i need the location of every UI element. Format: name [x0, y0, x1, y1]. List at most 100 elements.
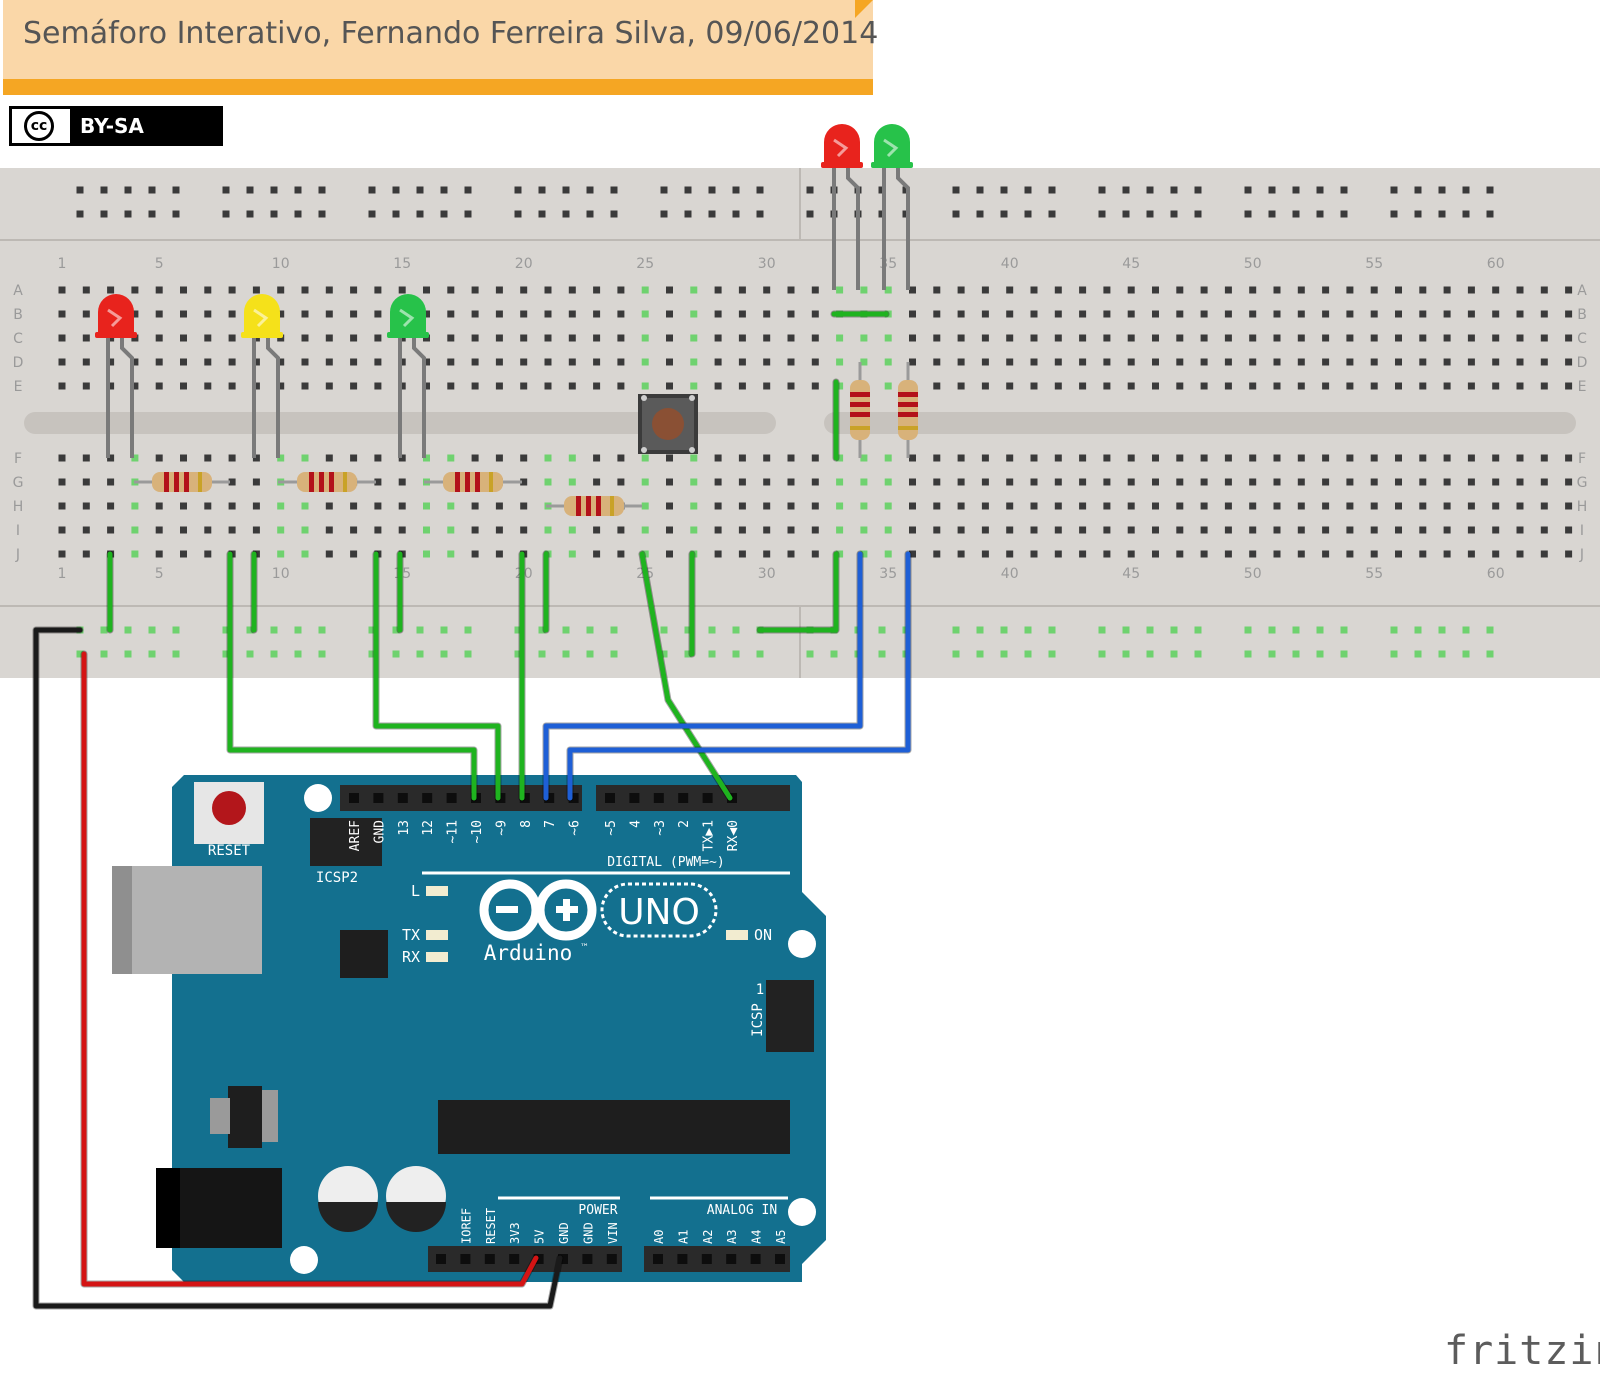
breadboard-hole [1322, 478, 1330, 486]
breadboard-hole [1395, 334, 1402, 342]
breadboard-hole [860, 502, 868, 510]
breadboard-hole [1200, 310, 1208, 318]
breadboard-hole [301, 310, 309, 318]
breadboard-hole [957, 334, 965, 342]
breadboard-hole [1200, 526, 1208, 534]
rail-hole [806, 186, 814, 194]
rail-hole [976, 626, 984, 634]
digital-pin-label: AREF [348, 820, 363, 851]
rail-hole [806, 210, 814, 218]
rail-hole [1390, 650, 1398, 658]
rail-hole [952, 650, 960, 658]
rail-hole [464, 650, 472, 658]
led-leg [846, 160, 860, 290]
breadboard-hole [1492, 310, 1500, 318]
led-rx-indicator [426, 952, 448, 962]
rail-hole [270, 210, 278, 218]
breadboard-hole [1467, 454, 1475, 462]
digital-header-low [596, 785, 790, 811]
breadboard-hole [1395, 454, 1402, 462]
header-pin [509, 1254, 520, 1264]
breadboard-hole [1540, 526, 1548, 534]
breadboard-hole [884, 550, 892, 558]
breadboard-hole [714, 286, 722, 294]
breadboard-hole [738, 334, 746, 342]
rail-hole [416, 186, 424, 194]
breadboard-hole [1224, 502, 1232, 510]
rail-hole [392, 210, 400, 218]
rail-hole [610, 210, 618, 218]
reset-button[interactable] [212, 791, 246, 825]
mount-hole [788, 1198, 816, 1226]
column-label: 1 [58, 566, 67, 582]
breadboard-hole [1492, 454, 1500, 462]
breadboard-hole [82, 358, 90, 366]
breadboard-hole [350, 358, 358, 366]
breadboard-hole [1540, 550, 1548, 558]
analog-header-label: ANALOG IN [707, 1203, 777, 1218]
breadboard-hole [252, 286, 260, 294]
header-pin [544, 793, 555, 803]
rail-hole [878, 650, 886, 658]
breadboard-hole [787, 310, 795, 318]
breadboard-hole [933, 382, 941, 390]
rail-hole [1194, 186, 1202, 194]
breadboard-hole [1419, 454, 1427, 462]
breadboard-hole [277, 550, 285, 558]
breadboard-hole [909, 550, 916, 558]
rail-hole [1244, 626, 1252, 634]
rail-hole [1146, 650, 1154, 658]
breadboard-hole [82, 502, 90, 510]
breadboard-hole [617, 478, 625, 486]
breadboard-hole [1103, 286, 1111, 294]
breadboard-hole [1273, 310, 1281, 318]
breadboard-hole [1395, 502, 1402, 510]
rail-hole [1024, 650, 1032, 658]
breadboard-hole [763, 310, 771, 318]
breadboard-hole [690, 334, 698, 342]
breadboard-hole [1030, 334, 1038, 342]
breadboard-hole [495, 334, 503, 342]
breadboard-hole [544, 358, 552, 366]
breadboard-hole [1540, 358, 1548, 366]
arduino-trademark: ™ [580, 943, 589, 953]
breadboard-hole [1370, 382, 1378, 390]
analog-pin-label: A1 [676, 1230, 690, 1244]
row-label: B [1577, 307, 1587, 323]
breadboard-hole [1467, 310, 1475, 318]
rail-hole [684, 210, 692, 218]
led-tx-label: TX [402, 926, 420, 944]
breadboard-hole [787, 502, 795, 510]
breadboard-hole [1540, 454, 1548, 462]
rail-hole [1024, 210, 1032, 218]
breadboard-hole [1395, 286, 1402, 294]
breadboard-hole [1103, 526, 1111, 534]
breadboard-hole [1370, 454, 1378, 462]
breadboard-hole [1054, 310, 1062, 318]
breadboard-hole [1224, 382, 1232, 390]
breadboard-hole [617, 382, 625, 390]
rail-hole [1122, 650, 1130, 658]
breadboard-hole [836, 382, 844, 390]
rail-hole [1268, 210, 1276, 218]
breadboard-hole [1249, 382, 1257, 390]
breadboard-hole [301, 502, 309, 510]
led-highlight [833, 138, 849, 158]
breadboard-hole [1054, 550, 1062, 558]
rail-hole [222, 626, 230, 634]
rail-hole [392, 186, 400, 194]
breadboard-hole [738, 454, 746, 462]
breadboard-hole [641, 550, 649, 558]
wire [373, 551, 501, 801]
rail-hole [660, 650, 668, 658]
breadboard-hole [228, 310, 236, 318]
breadboard-hole [1224, 550, 1232, 558]
breadboard-hole [690, 526, 698, 534]
rail-hole [222, 650, 230, 658]
power-header [428, 1246, 622, 1272]
breadboard-hole [325, 526, 333, 534]
breadboard-hole [544, 454, 552, 462]
digital-header-label: DIGITAL (PWM=~) [607, 855, 724, 870]
breadboard-hole [1467, 358, 1475, 366]
breadboard-hole [1127, 478, 1135, 486]
